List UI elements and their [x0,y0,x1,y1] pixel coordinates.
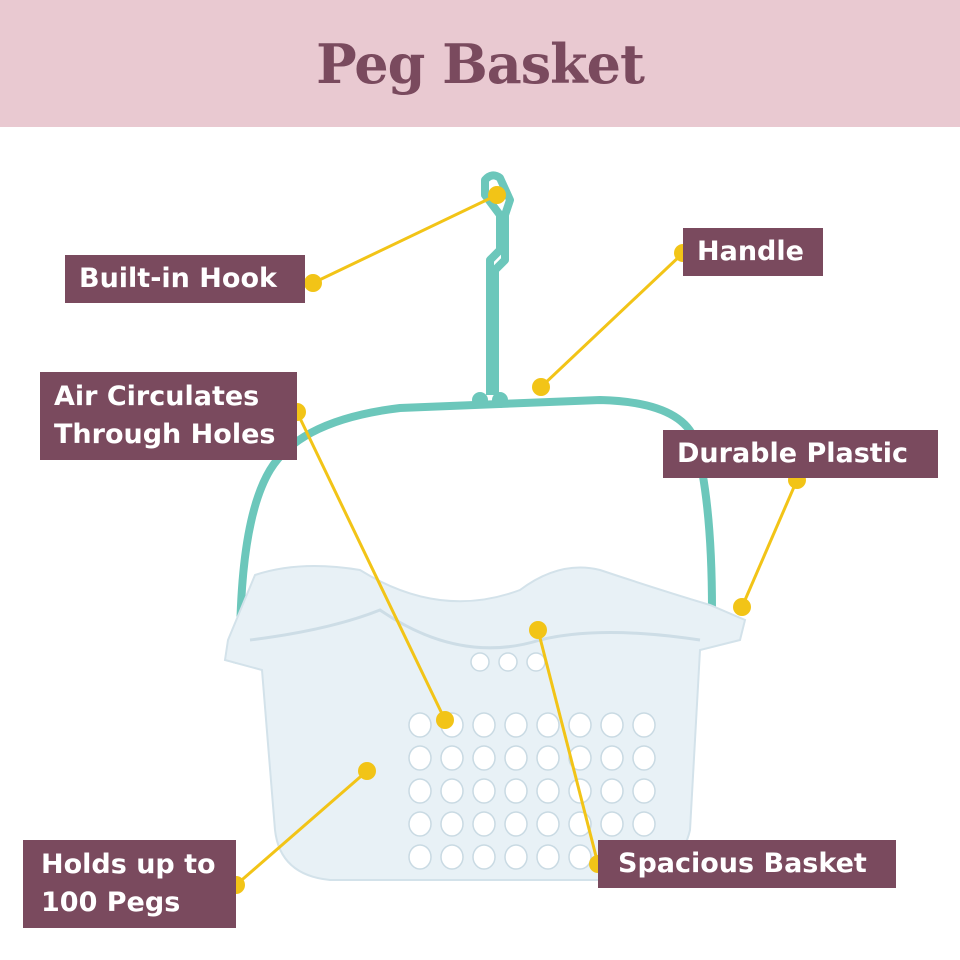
vent-hole [470,652,490,672]
label-built-in-hook: Built-in Hook [65,255,305,303]
vent-hole [408,712,432,738]
label-line: Holds up to [41,849,216,880]
vent-hole [536,778,560,804]
vent-hole [504,811,528,837]
label-holds-pegs: Holds up to 100 Pegs [23,840,236,928]
vent-hole [568,745,592,771]
label-line: Air Circulates [54,381,260,412]
vent-hole [536,811,560,837]
vent-hole [440,811,464,837]
label-line: Through Holes [54,419,276,450]
label-air-circulates: Air Circulates Through Holes [40,372,297,460]
vent-hole [632,712,656,738]
vent-hole [536,844,560,870]
vent-hole [632,778,656,804]
vent-hole [600,712,624,738]
header-banner: Peg Basket [0,0,960,127]
vent-hole [600,778,624,804]
vent-hole [472,844,496,870]
vent-hole [504,844,528,870]
vent-hole [472,778,496,804]
vent-hole [504,745,528,771]
vent-hole [504,712,528,738]
vent-hole [600,811,624,837]
vent-hole [408,811,432,837]
vent-hole [440,844,464,870]
vent-hole [408,745,432,771]
vent-hole [536,712,560,738]
page-title: Peg Basket [316,31,645,96]
vent-hole [472,745,496,771]
vent-hole [632,745,656,771]
handle [236,395,716,654]
vent-hole [472,712,496,738]
label-durable-plastic: Durable Plastic [663,430,938,478]
hook [472,171,514,408]
vent-hole [408,778,432,804]
vent-hole [472,811,496,837]
vent-hole [526,652,546,672]
vent-hole [632,811,656,837]
label-spacious-basket: Spacious Basket [598,840,896,888]
label-line: 100 Pegs [41,887,181,918]
label-handle: Handle [683,228,823,276]
vent-hole [536,745,560,771]
callout-lines [235,193,799,887]
vent-hole [600,745,624,771]
vent-hole [504,778,528,804]
vent-hole [568,712,592,738]
vent-hole [440,778,464,804]
vent-hole [440,745,464,771]
vent-hole [498,652,518,672]
basket [223,565,747,881]
vent-hole [408,844,432,870]
vent-hole [568,844,592,870]
